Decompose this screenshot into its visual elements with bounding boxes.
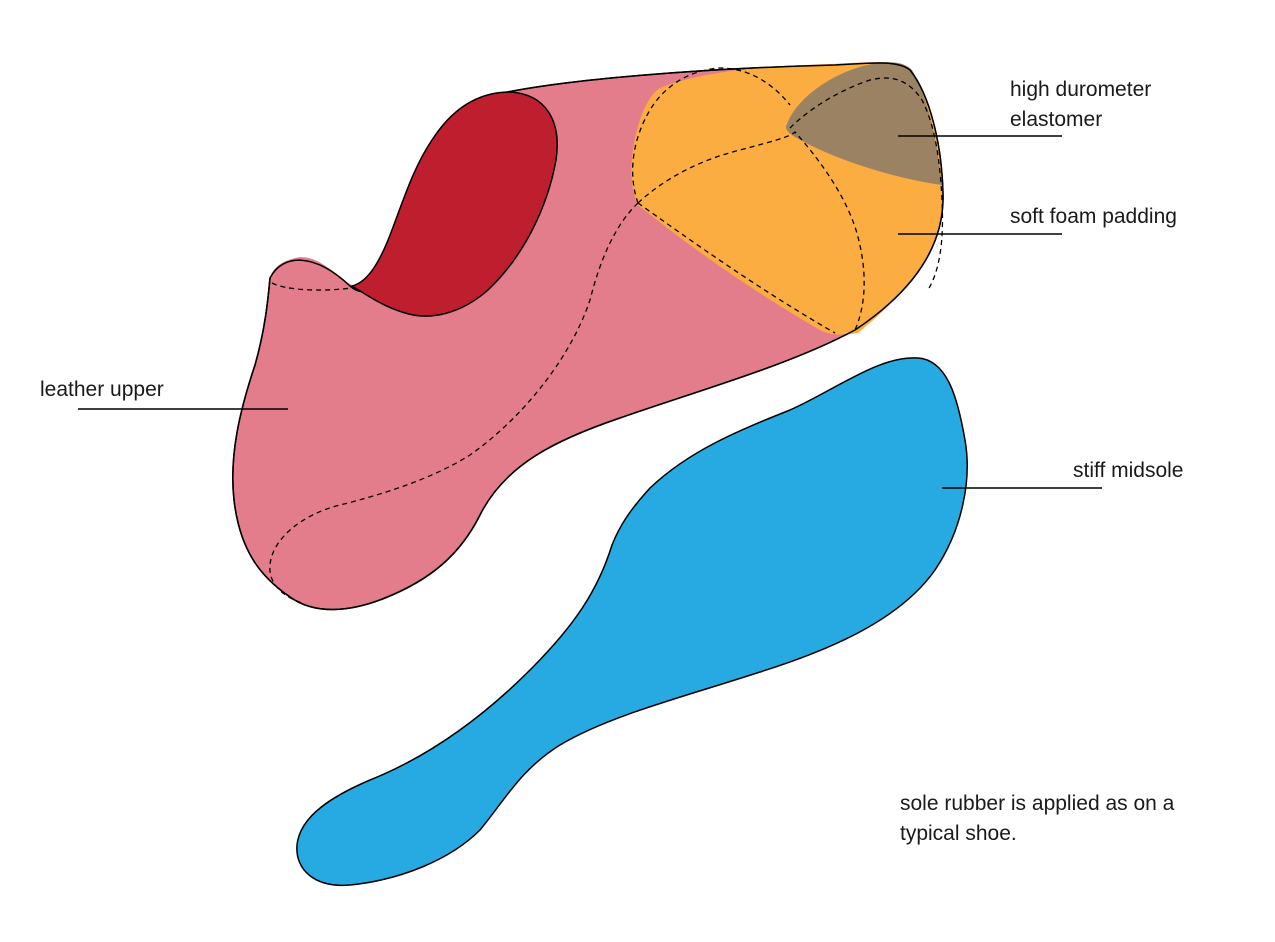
upper-contour	[232, 62, 944, 611]
elastomer-label: high durometer elastomer	[1010, 75, 1151, 135]
collar-opening-shape	[350, 91, 558, 317]
quarter-seam-dashed	[269, 202, 639, 605]
foam-label-text: soft foam padding	[1010, 205, 1177, 228]
elastomer-label-line1: high durometer	[1010, 78, 1152, 101]
midsole-shape	[296, 357, 968, 887]
sole-rubber-note-line2: typical shoe.	[900, 822, 1017, 845]
elastomer-shape	[785, 62, 942, 185]
sole-rubber-note-line1: sole rubber is applied as on a	[900, 792, 1175, 815]
upper-label: leather upper	[40, 375, 164, 405]
elastomer-label-line2: elastomer	[1010, 108, 1103, 131]
foam-label: soft foam padding	[1010, 202, 1177, 232]
sole-rubber-note: sole rubber is applied as on a typical s…	[900, 789, 1174, 849]
vamp-seam-dashed	[637, 202, 836, 334]
upper-label-text: leather upper	[40, 378, 164, 401]
midsole-label-text: stiff midsole	[1073, 459, 1184, 482]
midsole-label: stiff midsole	[1073, 456, 1184, 486]
foam-boundary-dashed	[632, 67, 791, 204]
foam-split-dashed	[637, 131, 865, 331]
